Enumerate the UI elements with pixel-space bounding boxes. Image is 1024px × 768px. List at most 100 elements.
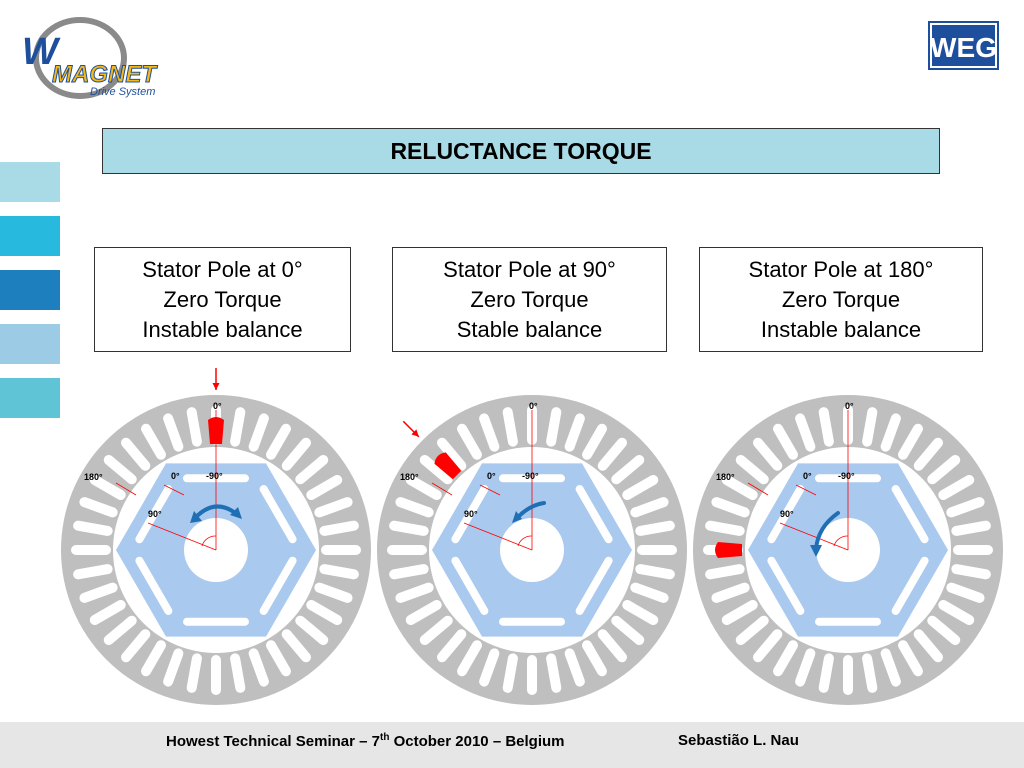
stator-slot: [705, 564, 745, 580]
red-pole: [715, 542, 742, 558]
stator-slot: [395, 582, 434, 603]
footer-seminar-post: October 2010 – Belgium: [389, 733, 565, 750]
stator-slot: [622, 475, 659, 500]
footer-author: Sebastião L. Nau: [678, 732, 799, 749]
stator-slot: [437, 437, 467, 471]
guide-line-180: [431, 482, 453, 496]
rotor-barrier: [891, 556, 929, 615]
stator-slot: [564, 413, 585, 452]
stator-slot: [419, 455, 453, 485]
label-stator-0: 0°: [845, 401, 854, 411]
stator-pole-marker: [208, 417, 224, 444]
info-box-1-heading: Stator Pole at 0°: [142, 256, 303, 282]
rotation-arrow-head: [810, 545, 822, 557]
stator-slot: [295, 615, 329, 645]
stator-slot: [635, 520, 675, 536]
stator-slot: [862, 407, 878, 447]
label-stator-180: 180°: [400, 472, 419, 482]
rotation-arrow-arc: [516, 501, 546, 519]
info-box-2-balance: Stable balance: [456, 316, 603, 342]
info-box-2-heading: Stator Pole at 90°: [443, 256, 616, 282]
stator-slot: [611, 615, 645, 645]
stator-slot: [306, 600, 343, 625]
info-box-2: Stator Pole at 90° Zero Torque Stable ba…: [392, 247, 667, 352]
stator-slot: [951, 520, 991, 536]
stator-slot: [319, 564, 359, 580]
stator-slot: [735, 615, 769, 645]
stator-slot: [630, 497, 669, 518]
stator-slot: [281, 629, 311, 663]
stator-slot: [437, 629, 467, 663]
rotor-barrier: [259, 556, 297, 615]
stator-slot: [306, 475, 343, 500]
footer-seminar-pre: Howest Technical Seminar – 7: [166, 733, 380, 750]
side-tab-2: [0, 216, 60, 256]
footer-seminar-sup: th: [379, 732, 390, 743]
guide-line-180: [115, 482, 137, 496]
rotor-barrier: [135, 485, 173, 544]
pole-indicator-arrow: [402, 420, 420, 438]
info-box-1: Stator Pole at 0° Zero Torque Instable b…: [94, 247, 351, 352]
guide-line-rotor-0: [479, 484, 501, 496]
info-box-3-torque: Zero Torque: [781, 286, 901, 312]
rotation-arrow-head: [230, 507, 242, 519]
stator-slot: [913, 629, 943, 663]
info-box-2-torque: Zero Torque: [470, 286, 589, 312]
angle-arc: [517, 535, 533, 547]
rotation-arrow-head: [512, 511, 522, 523]
stator-slot: [773, 640, 798, 677]
stator-slot: [795, 648, 816, 687]
guide-line-90: [463, 522, 533, 551]
stator-slot: [502, 653, 518, 693]
stator-slot: [773, 423, 798, 460]
stator-slot: [597, 437, 627, 471]
stator-slot: [230, 407, 246, 447]
wmagnet-logo: W MAGNET Drive System: [22, 17, 159, 99]
stator-slot: [163, 413, 184, 452]
stator-slot: [266, 640, 291, 677]
stator-slot: [630, 582, 669, 603]
side-tab-4: [0, 324, 60, 364]
stator-slot: [711, 497, 750, 518]
stator-pole-marker: [434, 452, 462, 480]
label-rotor-90: 90°: [780, 509, 794, 519]
rotor-barrier: [451, 485, 489, 544]
stator-slot: [314, 582, 353, 603]
stator-slot: [711, 582, 750, 603]
stator-slot: [622, 600, 659, 625]
slide-title: RELUCTANCE TORQUE: [102, 128, 940, 174]
stator-slot: [753, 437, 783, 471]
stator-slot: [721, 475, 758, 500]
angle-arc: [201, 535, 217, 547]
indicator-head: [411, 429, 419, 437]
stator-slot: [597, 629, 627, 663]
stator-slot: [186, 407, 202, 447]
stator-slot: [479, 648, 500, 687]
weg-logo-text: WEG: [930, 32, 997, 63]
stator-slot: [898, 423, 923, 460]
info-box-3-balance: Instable balance: [760, 316, 922, 342]
label-rotor-90: 90°: [148, 509, 162, 519]
stator-slot: [141, 423, 166, 460]
label-rotor-0: 0°: [487, 471, 496, 481]
motor-diagram-1: 0° 180° 0° -90° 90°: [61, 368, 371, 705]
rotation-arrow: [512, 501, 546, 523]
label-stator-0: 0°: [213, 401, 222, 411]
indicator-head: [212, 383, 220, 390]
stator-slot: [611, 455, 645, 485]
stator-slot: [898, 640, 923, 677]
stator-slot: [457, 423, 482, 460]
stator-slot: [938, 475, 975, 500]
label-rotor-minus-90: -90°: [206, 471, 223, 481]
stator-slot: [582, 423, 607, 460]
info-box-1-torque: Zero Torque: [163, 286, 282, 312]
stator-slot: [564, 648, 585, 687]
stator-slot: [582, 640, 607, 677]
stator-slot: [295, 455, 329, 485]
angle-arc: [833, 535, 849, 547]
side-tab-3: [0, 270, 60, 310]
stator-slot: [314, 497, 353, 518]
label-rotor-0: 0°: [803, 471, 812, 481]
stator-slot: [89, 600, 126, 625]
motor-diagram-2: 0° 180° 0° -90° 90°: [377, 395, 687, 705]
